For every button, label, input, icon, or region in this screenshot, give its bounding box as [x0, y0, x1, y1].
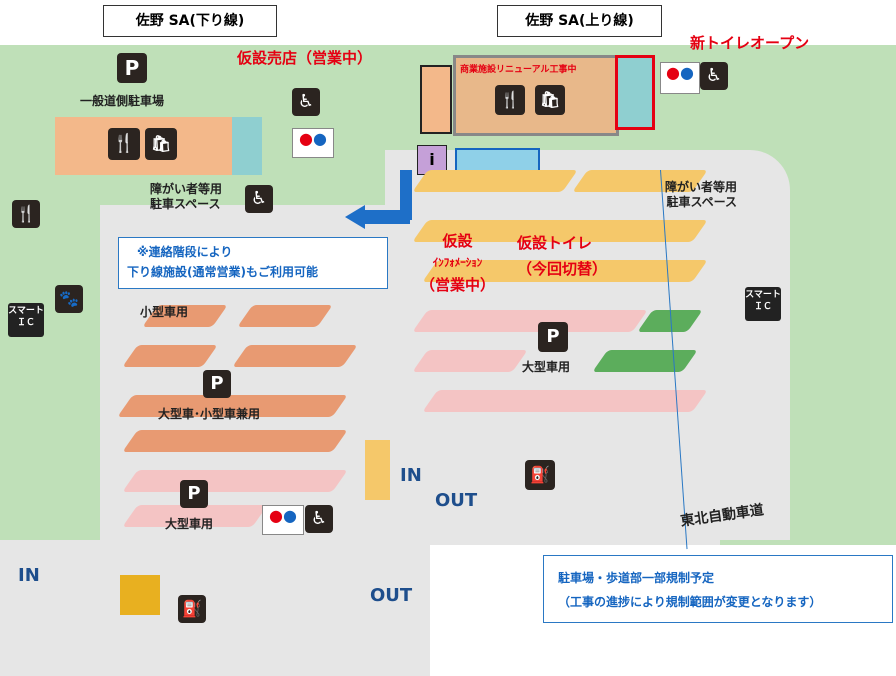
temp-shop — [420, 65, 452, 134]
disabled-parking-down: 障がい者等用 駐車スペース — [150, 182, 223, 211]
out-down: OUT — [370, 585, 413, 606]
restriction-note: 駐車場・歩道部一部規制予定 （工事の進捗により規制範囲が変更となります） — [543, 555, 893, 623]
temp-toilet-line1: 仮設トイレ — [517, 234, 593, 252]
general-parking-label: 一般道側駐車場 — [80, 94, 165, 108]
arrow-left-icon — [345, 205, 365, 229]
temp-toilet-line2: （今回切替） — [517, 260, 608, 278]
stall — [237, 305, 333, 327]
stall — [122, 345, 218, 367]
title-down: 佐野 SA(下り線) — [103, 5, 277, 37]
in-up: IN — [400, 465, 422, 486]
stall — [412, 170, 578, 192]
lower-road — [0, 540, 430, 676]
stairs-note-line2: 下り線施設(通常営業)もご利用可能 — [127, 265, 318, 279]
stairs-arrow — [365, 210, 410, 224]
stall — [422, 390, 708, 412]
restriction-line2: （工事の進捗により規制範囲が変更となります） — [558, 595, 822, 609]
temp-toilet-label: 仮設トイレ （今回切替） — [517, 230, 607, 282]
down-toilet-block — [232, 117, 262, 175]
title-up: 佐野 SA(上り線) — [497, 5, 662, 37]
temp-info-line3: （営業中） — [420, 276, 496, 294]
parking-icon-2: P — [203, 370, 231, 398]
smart-ic-up: スマート ＩＣ — [745, 287, 781, 321]
wheelchair-icon: ♿ — [292, 88, 320, 116]
restroom-icon-3: ●● — [660, 62, 700, 94]
restriction-line1: 駐車場・歩道部一部規制予定 — [558, 571, 715, 585]
temp-shop-label: 仮設売店（営業中） — [237, 49, 373, 67]
wheelchair-icon-3: ♿ — [305, 505, 333, 533]
up-gas-building — [365, 440, 390, 500]
restaurant-icon-2: 🍴 — [12, 200, 40, 228]
restroom-icon: ●● — [292, 128, 334, 158]
fuel-icon-2: ⛽ — [525, 460, 555, 490]
small-car-label: 小型車用 — [140, 305, 189, 319]
new-toilet-label: 新トイレオープン — [690, 34, 810, 52]
stall — [412, 350, 528, 372]
shop-icon-2: 🛍 — [535, 85, 565, 115]
parking-icon: P — [117, 53, 147, 83]
stall — [122, 470, 348, 492]
large-up-label: 大型車用 — [522, 360, 571, 374]
stairs-note: ※連絡階段により 下り線施設(通常営業)もご利用可能 — [118, 237, 388, 289]
large-small-label: 大型車･小型車兼用 — [158, 407, 261, 421]
ramp — [720, 150, 790, 540]
fuel-icon: ⛽ — [178, 595, 206, 623]
restaurant-icon: 🍴 — [108, 128, 140, 160]
stall — [122, 430, 348, 452]
stall — [232, 345, 358, 367]
wheelchair-icon-2: ♿ — [245, 185, 273, 213]
smart-ic-down: スマート ＩＣ — [8, 303, 44, 337]
parking-icon-3: P — [180, 480, 208, 508]
new-toilet-building — [615, 55, 655, 130]
disabled-parking-up: 障がい者等用 駐車スペース — [665, 180, 738, 209]
parking-icon-4: P — [538, 322, 568, 352]
dog-run-icon: 🐾 — [55, 285, 83, 313]
stairs-note-line1: ※連絡階段により — [137, 245, 233, 259]
out-up: OUT — [435, 490, 478, 511]
stairs-arrow-stem — [400, 170, 412, 220]
temp-info-line1: 仮設 — [442, 232, 473, 250]
gas-station-building — [120, 575, 160, 615]
stall — [412, 310, 648, 332]
restroom-icon-2: ●● — [262, 505, 304, 535]
in-down: IN — [18, 565, 40, 586]
shop-icon: 🛍 — [145, 128, 177, 160]
temp-info-line2: ｲﾝﾌｫﾒｰｼｮﾝ — [432, 256, 483, 269]
temp-info-label: 仮設 ｲﾝﾌｫﾒｰｼｮﾝ （営業中） — [420, 230, 495, 296]
large-down-label: 大型車用 — [165, 517, 214, 531]
restaurant-icon-3: 🍴 — [495, 85, 525, 115]
wheelchair-icon-4: ♿ — [700, 62, 728, 90]
stall — [592, 350, 698, 372]
renewal-label: 商業施設リニューアル工事中 — [460, 65, 577, 75]
